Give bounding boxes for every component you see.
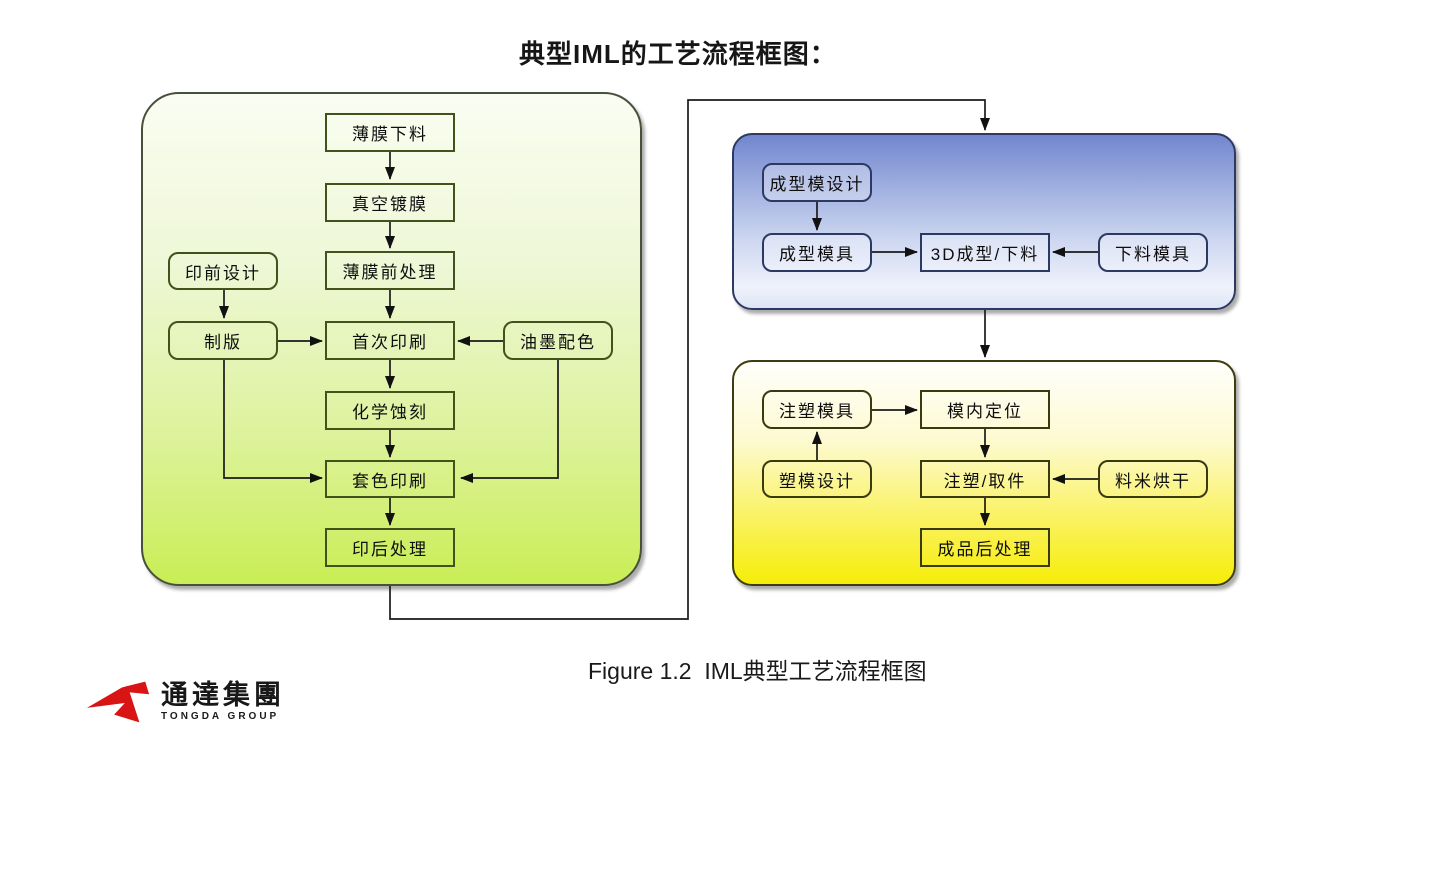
figure-caption: Figure 1.2 IML典型工艺流程框图 bbox=[588, 658, 927, 684]
node-blanking-mold: 下料模具 bbox=[1098, 233, 1208, 272]
node-chemical-etching: 化学蚀刻 bbox=[325, 391, 455, 430]
logo-company-name-en: TONGDA GROUP bbox=[161, 711, 280, 723]
forming-process-panel bbox=[732, 133, 1236, 310]
node-overlay-printing: 套色印刷 bbox=[325, 460, 455, 498]
node-prepress-design: 印前设计 bbox=[168, 252, 278, 290]
node-first-printing: 首次印刷 bbox=[325, 321, 455, 360]
node-plastic-mold-design: 塑模设计 bbox=[762, 460, 872, 498]
node-injection-pickup: 注塑/取件 bbox=[920, 460, 1050, 498]
node-vacuum-coating: 真空镀膜 bbox=[325, 183, 455, 222]
node-forming-mold-design: 成型模设计 bbox=[762, 163, 872, 202]
node-film-pretreatment: 薄膜前处理 bbox=[325, 251, 455, 290]
node-finished-postprocessing: 成品后处理 bbox=[920, 528, 1050, 567]
node-inmold-positioning: 模内定位 bbox=[920, 390, 1050, 429]
node-pellet-drying: 料米烘干 bbox=[1098, 460, 1208, 498]
page-title: 典型IML的工艺流程框图： bbox=[519, 39, 837, 69]
node-film-blanking: 薄膜下料 bbox=[325, 113, 455, 152]
node-injection-mold: 注塑模具 bbox=[762, 390, 872, 429]
tongda-logo-icon bbox=[86, 681, 150, 723]
node-postpress-processing: 印后处理 bbox=[325, 528, 455, 567]
node-ink-color-matching: 油墨配色 bbox=[503, 321, 613, 360]
tongda-logo: 通達集團 TONGDA GROUP bbox=[85, 679, 285, 727]
logo-company-name-cn: 通達集團 bbox=[161, 680, 285, 710]
node-plate-making: 制版 bbox=[168, 321, 278, 360]
node-forming-mold: 成型模具 bbox=[762, 233, 872, 272]
node-3d-forming-blanking: 3D成型/下料 bbox=[920, 233, 1050, 272]
